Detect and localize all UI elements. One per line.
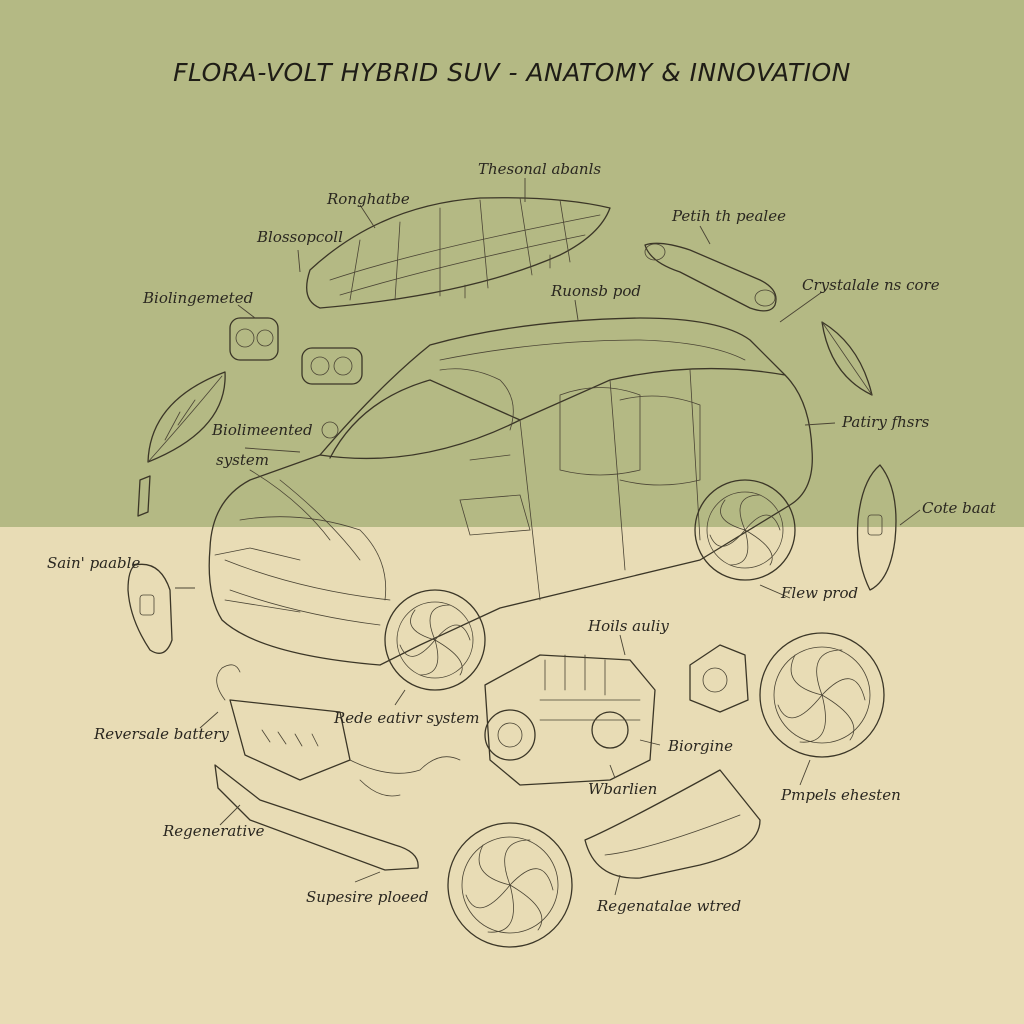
- label-ruonsb-pod: Ruonsb pod: [551, 282, 641, 300]
- leaf-elements: [137, 321, 873, 517]
- spare-wheel-right: [759, 632, 885, 758]
- label-regenerative: Regenerative: [163, 822, 265, 840]
- label-thesonal: Thesonal abanls: [478, 160, 602, 178]
- label-ronghatbe: Ronghatbe: [327, 190, 410, 208]
- regenerative-rail: [214, 764, 419, 871]
- label-patiry: Patiry fhsrs: [842, 413, 930, 431]
- label-redeativr: Rede eativr system: [334, 709, 480, 727]
- crystalline-core-bar: [644, 242, 777, 312]
- diagram-title: FLORA-VOLT HYBRID SUV - ANATOMY & INNOVA…: [173, 58, 851, 87]
- label-regenatalae: Regenatalae wtred: [597, 897, 742, 915]
- side-panel-right: [856, 464, 897, 591]
- label-sain-paable: Sain' paable: [47, 554, 141, 572]
- suv-body: [208, 317, 813, 666]
- background-top-band: [0, 0, 1024, 527]
- roof-panel: [306, 197, 611, 309]
- label-pmpels: Pmpels ehesten: [781, 786, 901, 804]
- label-hoils-auliy: Hoils auliy: [588, 617, 669, 635]
- label-supesire: Supesire ploeed: [306, 888, 429, 906]
- undertray: [584, 769, 761, 879]
- leader-lines: [175, 178, 921, 896]
- label-biolimented: Biolimeented: [212, 421, 313, 439]
- label-wbarlien: Wbarlien: [588, 780, 658, 798]
- label-flew-prod: Flew prod: [781, 584, 859, 602]
- battery-tray: [216, 664, 461, 797]
- label-cote-baat: Cote baat: [922, 499, 996, 517]
- label-biorgine: Biorgine: [668, 737, 733, 755]
- engine-block: [484, 654, 656, 786]
- label-system: system: [216, 451, 269, 469]
- label-petih: Petih th pealee: [672, 207, 786, 225]
- headlight-pods: [229, 317, 363, 385]
- label-biolingemented: Biolingemeted: [143, 289, 254, 307]
- label-crystalate: Crystalale ns core: [802, 276, 940, 294]
- car-wheels: [384, 479, 796, 691]
- spare-wheel-bottom: [447, 822, 573, 948]
- label-reversible-battery: Reversale battery: [94, 725, 229, 743]
- side-panel-left: [127, 563, 173, 654]
- label-blossopcell: Blossopcoll: [257, 228, 343, 246]
- small-motor: [689, 644, 749, 713]
